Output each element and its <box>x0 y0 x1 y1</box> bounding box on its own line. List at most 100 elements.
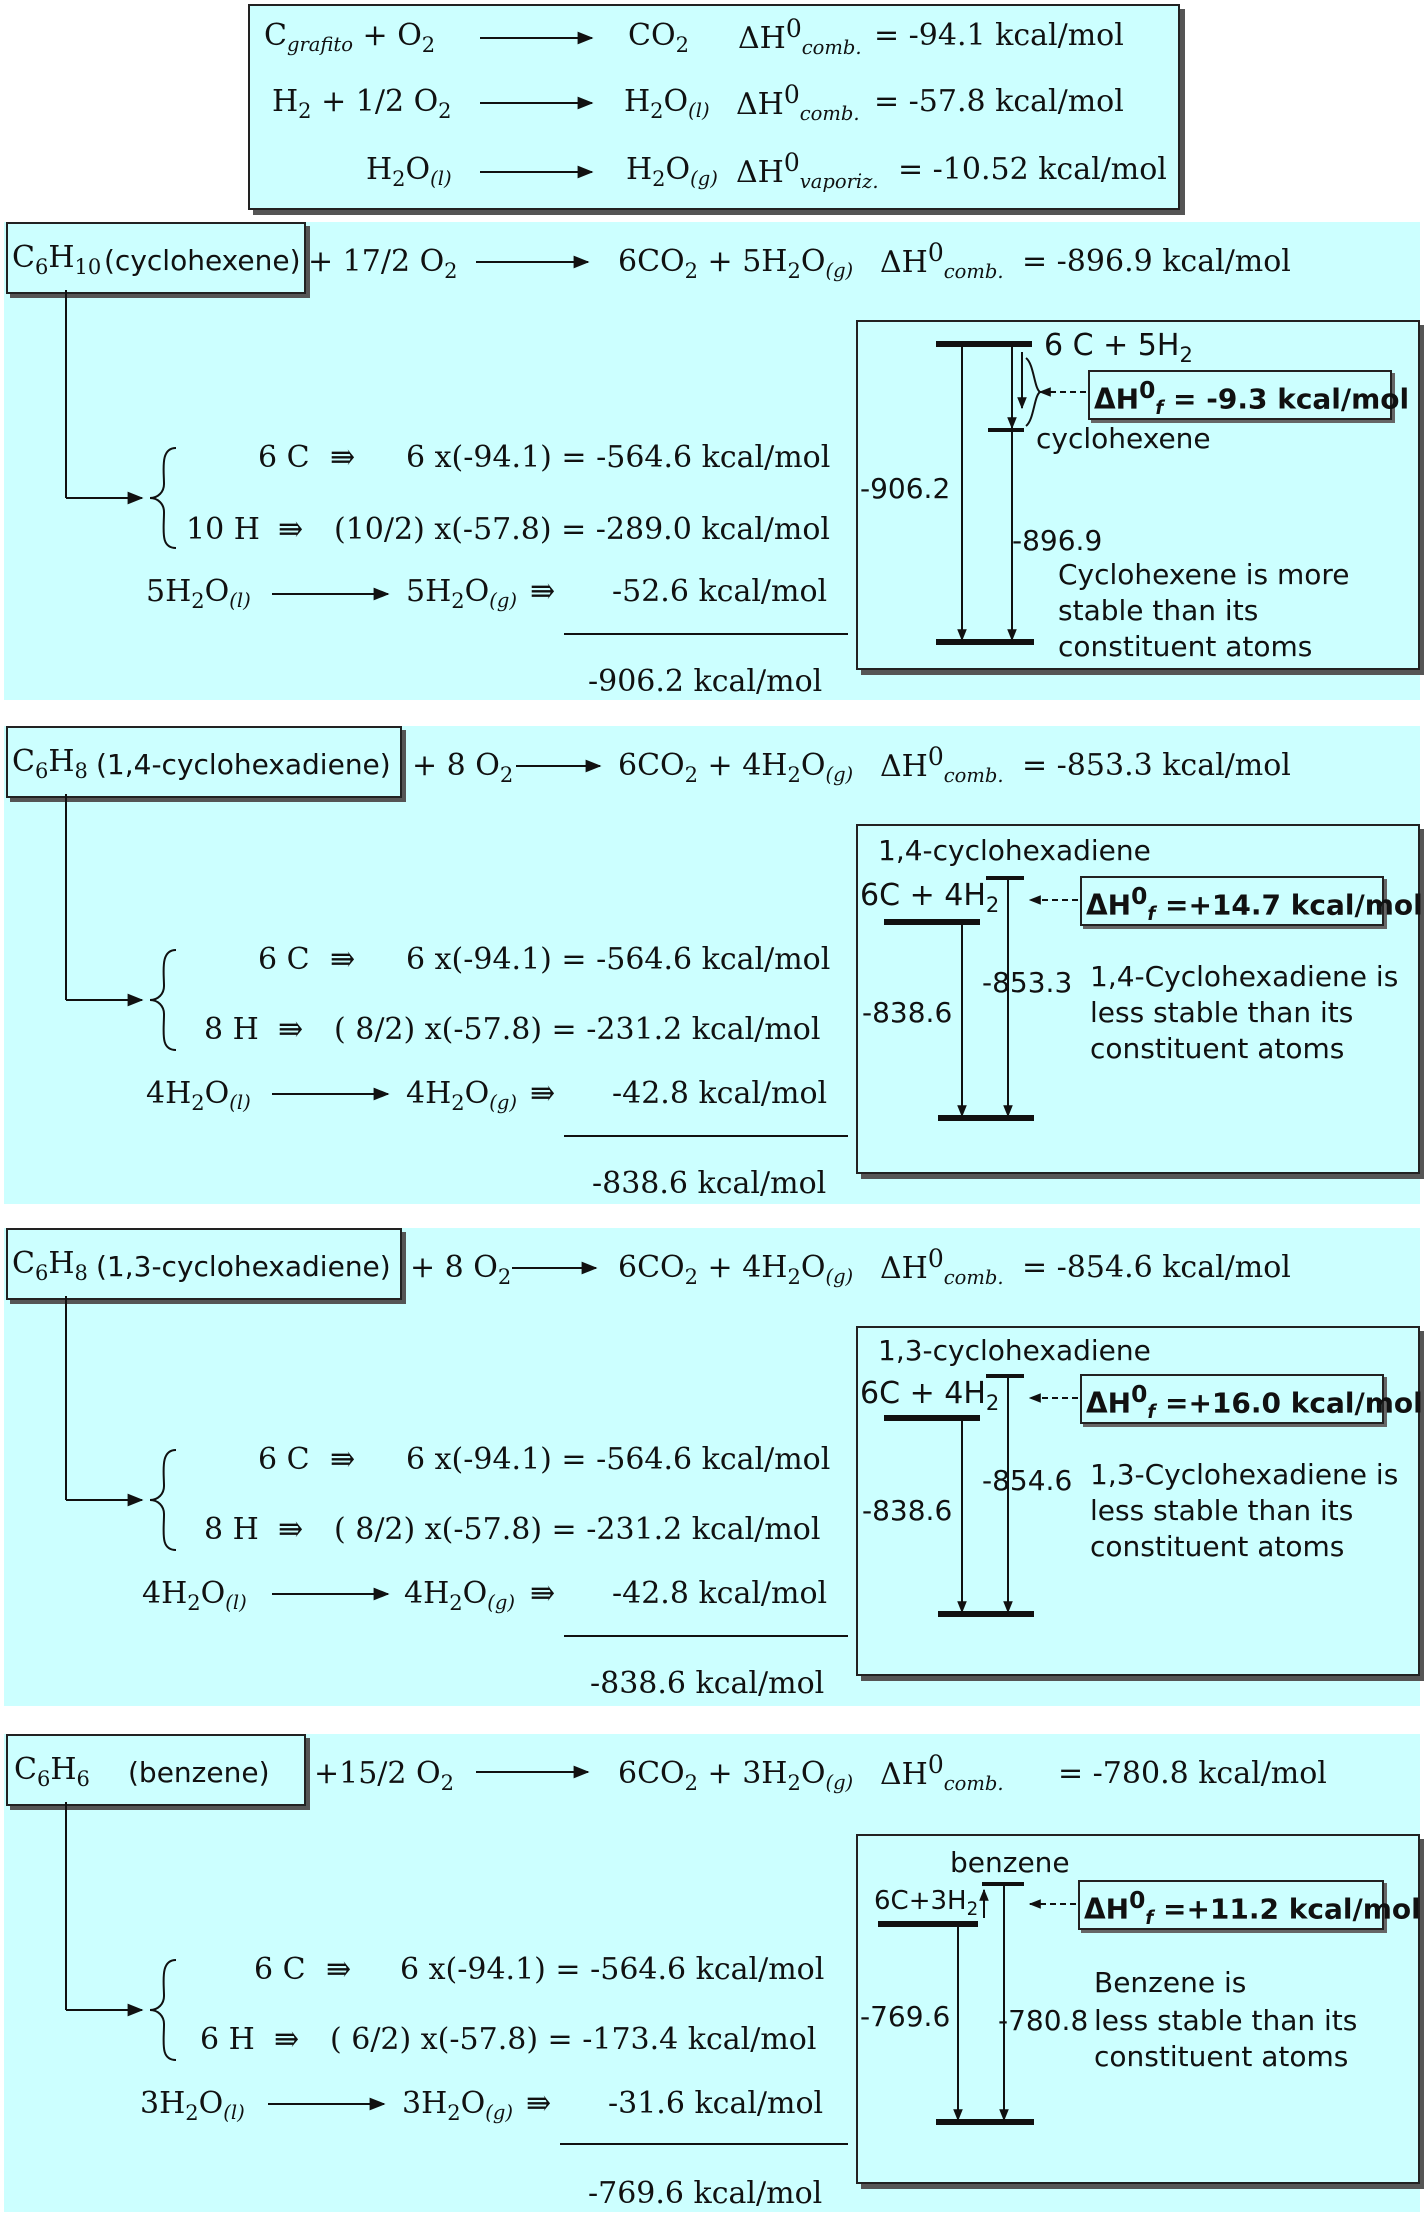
w-left-4: 3H2O(l) <box>140 2086 245 2125</box>
c-expr-4: 6 x(-94.1) = -564.6 kcal/mol <box>400 1952 825 1987</box>
h-left-1: 10 H <box>186 512 260 547</box>
diag1-note-2: stable than its <box>1058 594 1259 627</box>
w-expr-1: -52.6 kcal/mol <box>612 574 828 609</box>
panel-benzene <box>4 1734 1420 2212</box>
diag4-dhf: ΔH0f =+11.2 kcal/mol <box>1084 1886 1421 1929</box>
dh-label-4: ΔH0comb. <box>880 1750 1004 1795</box>
c-left-4: 6 C <box>254 1952 306 1987</box>
ref3-lhs: H2O(l) <box>366 152 452 191</box>
oxygen-3: + 8 O2 <box>410 1250 512 1289</box>
diag4-note-2: less stable than its <box>1094 2004 1358 2037</box>
h-implies-1: ⇛ <box>278 512 304 547</box>
h-expr-1: (10/2) x(-57.8) = -289.0 kcal/mol <box>334 512 831 547</box>
diag4-mid-label: 6C+3H2 <box>874 1886 979 1921</box>
h-implies-2: ⇛ <box>278 1012 304 1047</box>
w-expr-2: -42.8 kcal/mol <box>612 1076 828 1111</box>
diag1-note-3: constituent atoms <box>1058 630 1313 663</box>
products-4: 6CO2 + 3H2O(g) <box>618 1756 854 1795</box>
h-implies-3: ⇛ <box>278 1512 304 1547</box>
c-expr-1: 6 x(-94.1) = -564.6 kcal/mol <box>406 440 831 475</box>
c-implies-2: ⇛ <box>330 942 356 977</box>
compound-formula-2: C6H8 <box>12 744 88 783</box>
w-implies-2: ⇛ <box>530 1076 556 1111</box>
diag1-left-value: -906.2 <box>860 472 951 505</box>
panel-13-cyclohexadiene <box>4 1228 1420 1706</box>
w-expr-3: -42.8 kcal/mol <box>612 1576 828 1611</box>
dhf-box-4 <box>1078 1880 1384 1930</box>
total-1: -906.2 kcal/mol <box>588 664 823 699</box>
diag2-left-value: -838.6 <box>862 996 953 1029</box>
diag1-mid-label: cyclohexene <box>1036 422 1211 455</box>
ref3-value: = -10.52 kcal/mol <box>898 152 1167 187</box>
ref1-value: = -94.1 kcal/mol <box>874 18 1124 53</box>
diag1-top-label: 6 C + 5H2 <box>1044 328 1193 367</box>
oxygen-2: + 8 O2 <box>412 748 514 787</box>
w-right-2: 4H2O(g) <box>406 1076 517 1115</box>
diag3-left-value: -838.6 <box>862 1494 953 1527</box>
h-left-3: 8 H <box>204 1512 259 1547</box>
diag3-right-value: -854.6 <box>982 1464 1073 1497</box>
products-3: 6CO2 + 4H2O(g) <box>618 1250 854 1289</box>
c-expr-3: 6 x(-94.1) = -564.6 kcal/mol <box>406 1442 831 1477</box>
compound-name-4: (benzene) <box>128 1756 270 1789</box>
oxygen-4: +15/2 O2 <box>314 1756 455 1795</box>
diag1-dhf: ΔH0f = -9.3 kcal/mol <box>1094 376 1410 419</box>
compound-formula-4: C6H6 <box>14 1752 90 1791</box>
products-1: 6CO2 + 5H2O(g) <box>618 244 854 283</box>
total-2: -838.6 kcal/mol <box>592 1166 827 1201</box>
ref1-rhs: CO2 <box>628 18 689 57</box>
ref1-lhs: Cgrafito + O2 <box>264 18 436 57</box>
c-left-3: 6 C <box>258 1442 310 1477</box>
energy-diagram-box-3 <box>856 1326 1420 1676</box>
w-left-2: 4H2O(l) <box>146 1076 251 1115</box>
compound-box-benzene <box>6 1734 306 1806</box>
compound-box-14 <box>6 726 402 798</box>
total-3: -838.6 kcal/mol <box>590 1666 825 1701</box>
c-left-1: 6 C <box>258 440 310 475</box>
energy-diagram-box-1 <box>856 320 1420 670</box>
h-expr-2: ( 8/2) x(-57.8) = -231.2 kcal/mol <box>334 1012 821 1047</box>
ref2-lhs: H2 + 1/2 O2 <box>272 84 452 123</box>
diag1-note-1: Cyclohexene is more <box>1058 558 1350 591</box>
c-implies-3: ⇛ <box>330 1442 356 1477</box>
panel-14-cyclohexadiene <box>4 726 1420 1204</box>
total-4: -769.6 kcal/mol <box>588 2176 823 2211</box>
w-right-3: 4H2O(g) <box>404 1576 515 1615</box>
ref3-rhs: H2O(g) <box>626 152 718 191</box>
compound-name-1: (cyclohexene) <box>104 244 301 277</box>
w-implies-4: ⇛ <box>526 2086 552 2121</box>
dh-label-2: ΔH0comb. <box>880 742 1004 787</box>
dh-label-3: ΔH0comb. <box>880 1244 1004 1289</box>
c-left-2: 6 C <box>258 942 310 977</box>
energy-diagram-box-4 <box>856 1834 1420 2184</box>
diag3-note-2: less stable than its <box>1090 1494 1354 1527</box>
ref2-rhs: H2O(l) <box>624 84 710 123</box>
c-expr-2: 6 x(-94.1) = -564.6 kcal/mol <box>406 942 831 977</box>
dh-value-3: = -854.6 kcal/mol <box>1022 1250 1291 1285</box>
compound-name-3: (1,3-cyclohexadiene) <box>96 1250 391 1283</box>
diag4-note-1: Benzene is <box>1094 1966 1247 1999</box>
diag3-mid-label: 6C + 4H2 <box>860 1376 1000 1415</box>
compound-box-cyclohexene <box>6 222 306 294</box>
diag2-mid-label: 6C + 4H2 <box>860 878 1000 917</box>
dhf-box-2 <box>1080 876 1384 926</box>
dh-value-1: = -896.9 kcal/mol <box>1022 244 1291 279</box>
panel-cyclohexene <box>4 222 1420 700</box>
products-2: 6CO2 + 4H2O(g) <box>618 748 854 787</box>
diag4-note-3: constituent atoms <box>1094 2040 1349 2073</box>
diag3-dhf: ΔH0f =+16.0 kcal/mol <box>1086 1380 1423 1423</box>
dh-label-1: ΔH0comb. <box>880 238 1004 283</box>
dh-value-4: = -780.8 kcal/mol <box>1058 1756 1327 1791</box>
w-left-1: 5H2O(l) <box>146 574 251 613</box>
diag4-top-label: benzene <box>950 1846 1070 1879</box>
energy-diagram-box-2 <box>856 824 1420 1174</box>
h-expr-3: ( 8/2) x(-57.8) = -231.2 kcal/mol <box>334 1512 821 1547</box>
w-left-3: 4H2O(l) <box>142 1576 247 1615</box>
dhf-box-3 <box>1080 1374 1384 1424</box>
diag2-note-2: less stable than its <box>1090 996 1354 1029</box>
diag3-note-1: 1,3-Cyclohexadiene is <box>1090 1458 1399 1491</box>
c-implies-1: ⇛ <box>330 440 356 475</box>
ref2-value: = -57.8 kcal/mol <box>874 84 1124 119</box>
diag2-note-3: constituent atoms <box>1090 1032 1345 1065</box>
